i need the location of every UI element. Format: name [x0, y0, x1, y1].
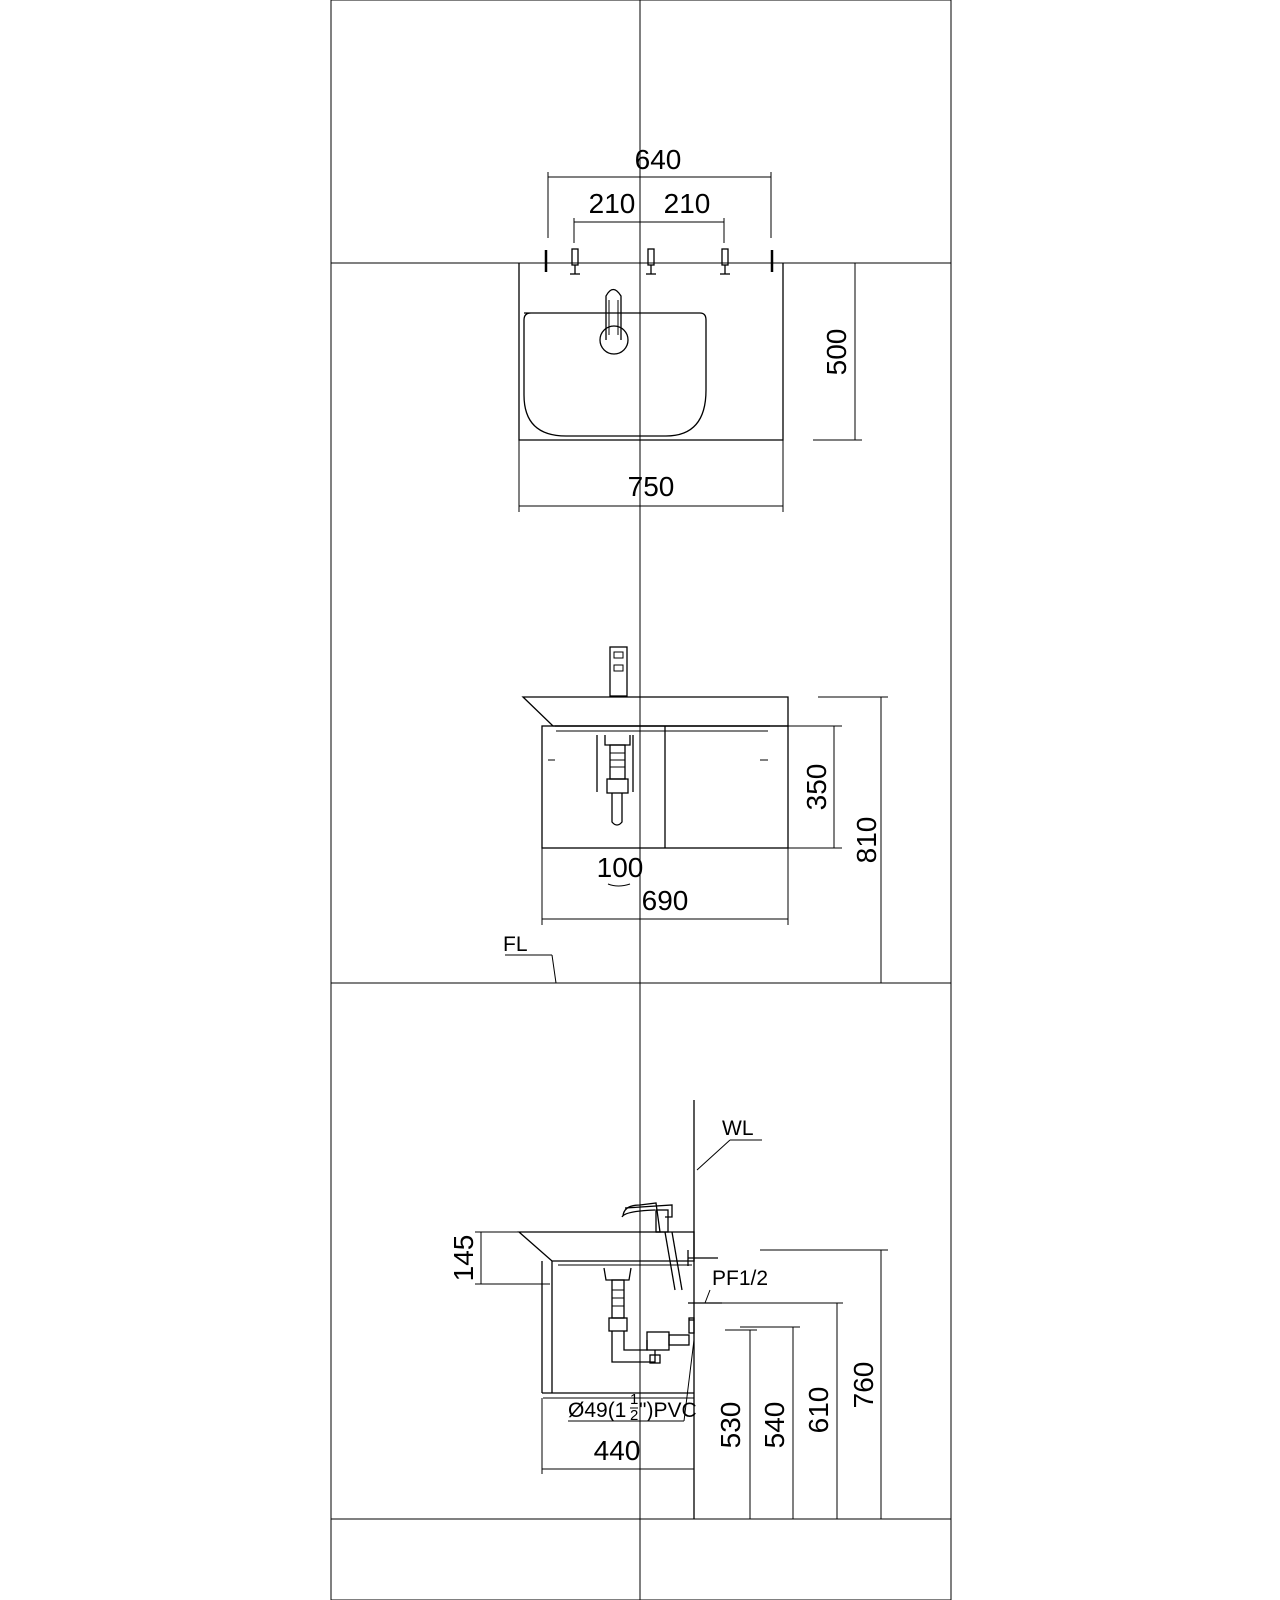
supply-fitting-label: PF1/2	[712, 1267, 768, 1290]
dim-610: 610	[718, 1302, 843, 1519]
dim-640: 640	[547, 144, 772, 238]
dim-540: 540	[740, 1326, 800, 1519]
dim-cabinet-depth-text: 440	[594, 1435, 641, 1466]
dim-drain-offset-text: 100	[597, 852, 644, 883]
dim-depth-text: 500	[821, 329, 852, 376]
dim-810: 810	[818, 696, 888, 983]
side-faucet	[621, 1202, 673, 1233]
drain-pipe-label: Ø49(1 1 2 ")PVC	[568, 1339, 697, 1424]
side-cabinet	[541, 1261, 694, 1399]
dim-cabinet-width-text: 690	[642, 885, 689, 916]
svg-text:2: 2	[630, 1407, 638, 1424]
plan-counter-outline	[518, 263, 784, 441]
dim-left-offset-text: 210	[589, 188, 636, 219]
dim-350: 350	[788, 725, 842, 849]
dim-210-210: 210 210	[573, 188, 725, 243]
front-basin	[521, 696, 789, 727]
dim-faucet-span-text: 640	[635, 144, 682, 175]
front-drain-trap	[596, 735, 634, 826]
dim-750: 750	[518, 440, 784, 512]
dim-rim-height-text: 760	[848, 1362, 879, 1409]
dim-500: 500	[783, 262, 862, 441]
svg-text:1: 1	[630, 1391, 638, 1408]
front-cabinet	[541, 725, 789, 849]
dim-width-text: 750	[628, 471, 675, 502]
dim-total-height-text: 810	[851, 817, 882, 864]
side-view: WL PF1/2	[448, 1100, 888, 1519]
plan-basin-bowl	[523, 312, 707, 437]
front-view: 350 810 100 690 FL	[503, 646, 888, 984]
dim-right-offset-text: 210	[664, 188, 711, 219]
plan-wall-fixtures	[544, 248, 774, 275]
svg-text:Ø49(1: Ø49(1	[568, 1399, 626, 1422]
dim-cabinet-height-text: 350	[801, 764, 832, 811]
dim-530: 530	[715, 1329, 757, 1519]
dim-trap-height-text: 540	[759, 1402, 790, 1449]
floor-level-marker: FL	[503, 933, 557, 984]
dim-760: 760	[760, 1249, 888, 1519]
side-supply-hose: PF1/2	[664, 1231, 768, 1304]
dim-supply-height-text: 610	[803, 1387, 834, 1434]
dim-drain-height-text: 530	[715, 1402, 746, 1449]
svg-text:")PVC: ")PVC	[639, 1399, 697, 1422]
plan-faucet	[599, 288, 629, 355]
side-basin	[517, 1231, 695, 1262]
wall-line-marker: WL	[696, 1117, 762, 1171]
front-faucet	[609, 646, 628, 697]
dim-690: 690	[541, 848, 789, 925]
dim-100: 100	[597, 852, 644, 887]
dim-440: 440	[541, 1398, 694, 1474]
wall-line-label: WL	[722, 1117, 754, 1140]
side-drain-trap	[603, 1267, 695, 1364]
dim-145: 145	[448, 1231, 550, 1285]
plan-view: 640 210 210 500 750	[518, 144, 862, 512]
dim-basin-height-text: 145	[448, 1235, 479, 1282]
drawing-frame	[330, 0, 952, 1600]
floor-level-label: FL	[503, 933, 528, 956]
